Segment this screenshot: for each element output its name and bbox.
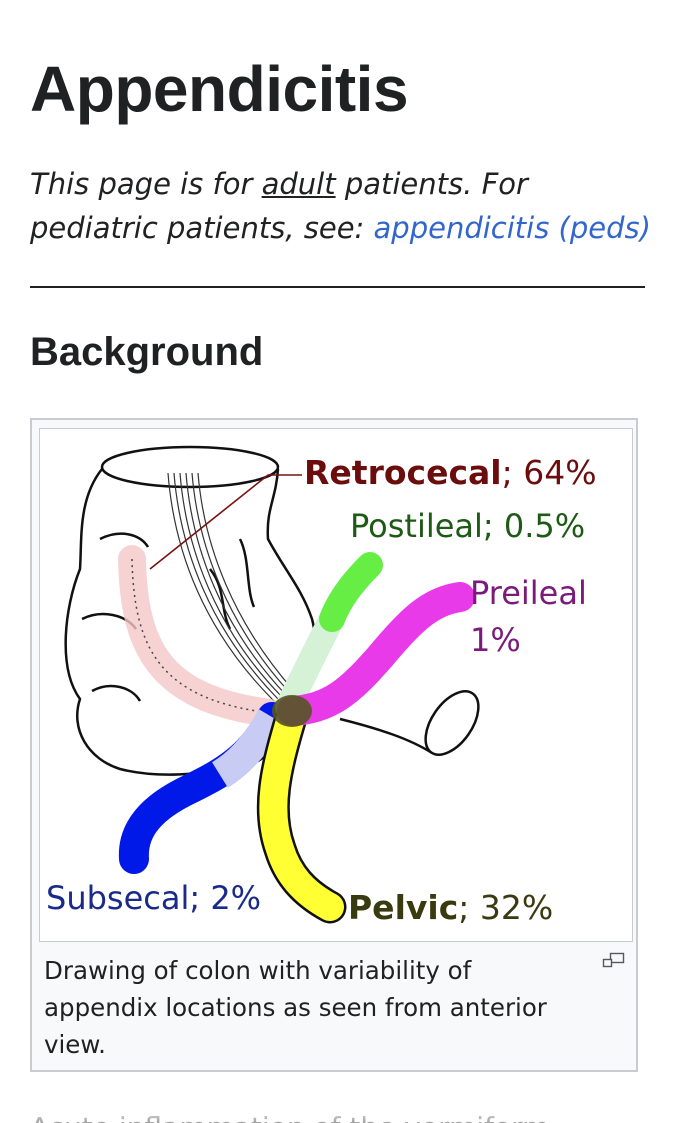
label-postileal: Postileal; 0.5% [350,507,585,545]
label-pelvic: Pelvic; 32% [348,888,553,927]
label-retrocecal: Retrocecal; 64% [304,453,597,492]
next-paragraph-text: Acute inflammation of the vermiform appe… [30,1111,675,1123]
subsecal-hidden [211,709,285,788]
divider [30,286,645,288]
enlarge-icon[interactable] [602,952,626,968]
label-subsecal: Subsecal; 2% [46,879,261,917]
appendix-junction [272,695,312,727]
section-heading-background: Background [30,330,264,374]
hatnote-prefix: This page is for [30,167,262,201]
hatnote: This page is for adult patients. For ped… [30,162,660,250]
figure-caption: Drawing of colon with variability of app… [44,956,547,1059]
label-preileal-pct: 1% [470,621,521,659]
retrocecal-leader [149,474,302,570]
taenia-bands [167,472,295,702]
appendix-drawing: Retrocecal; 64% Postileal; 0.5% Preileal… [46,445,597,927]
postileal-appendix [319,552,383,632]
hatnote-middle: patients. For pediatric patients, see: [30,167,528,245]
peds-link[interactable]: appendicitis (peds) [373,211,651,245]
preileal-appendix [277,582,475,726]
page-title: Appendicitis [30,53,409,125]
next-paragraph-partial: Acute inflammation of the vermiform appe… [30,1103,675,1123]
figure-box: Retrocecal; 64% Postileal; 0.5% Preileal… [30,418,638,1072]
pelvic-appendix [259,707,344,921]
retrocecal-appendix [118,545,284,727]
appendix-diagram[interactable]: Retrocecal; 64% Postileal; 0.5% Preileal… [39,428,633,942]
label-preileal: Preileal [470,574,587,612]
hatnote-emphasis: adult [261,167,336,201]
